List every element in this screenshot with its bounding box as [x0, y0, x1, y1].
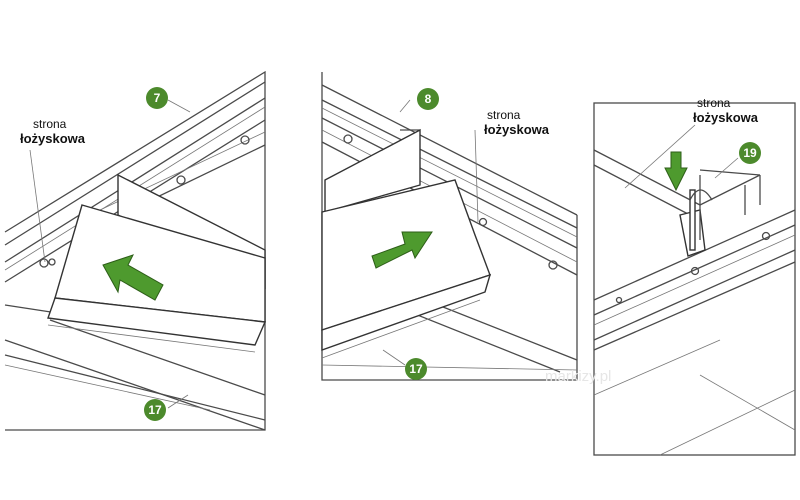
svg-text:19: 19 — [743, 146, 757, 160]
panel-1-label-leader — [29, 149, 46, 263]
svg-text:17: 17 — [409, 362, 423, 376]
arrow-left-icon — [102, 254, 164, 301]
callout-8-badge: 8 — [417, 88, 439, 110]
panel-1: 7 17 — [4, 70, 267, 431]
callout-17-badge: 17 — [405, 358, 427, 380]
panel-1-label-line1: strona — [33, 117, 67, 131]
bearing-pin-icon — [39, 258, 49, 268]
bearing-pin-icon — [478, 217, 488, 227]
panel-3-rails — [593, 149, 796, 456]
bearing-pin-icon — [761, 231, 771, 241]
svg-text:8: 8 — [425, 92, 432, 106]
panel-1-callout-17-leader — [167, 394, 189, 409]
panel-3-bracket — [679, 175, 713, 257]
bearing-pin-icon — [48, 258, 56, 266]
arrow-down-icon — [664, 151, 688, 192]
panel-1-bottom-rail — [4, 304, 266, 431]
panel-3-label-line1: strona — [697, 96, 731, 110]
screw-hole-icon — [240, 135, 250, 145]
panel-2-label-line1: strona — [487, 108, 521, 122]
callout-7-badge: 7 — [146, 87, 168, 109]
screw-hole-icon — [343, 134, 353, 144]
panel-2-callout-17-leader — [382, 349, 406, 366]
panel-2-cross-part — [321, 128, 492, 359]
svg-text:17: 17 — [148, 403, 162, 417]
panel-3: 19 — [593, 102, 796, 456]
watermark: markizy.pl — [545, 368, 612, 385]
screw-hole-icon — [548, 260, 558, 270]
panel-1-callout-7-leader — [167, 99, 191, 113]
panel-2-label-line2: łożyskowa — [484, 122, 550, 137]
panel-3-label-leader — [624, 124, 696, 189]
arrow-right-icon — [371, 231, 433, 269]
callout-19-badge: 19 — [739, 142, 761, 164]
panel-2-callout-8-leader — [399, 99, 411, 113]
panel-2: 8 17 — [321, 72, 578, 381]
panel-1-cross-part — [47, 173, 267, 353]
panel-1-label-line2: łożyskowa — [20, 131, 86, 146]
panel-3-frame — [593, 102, 796, 456]
panel-3-label-line2: łożyskowa — [693, 110, 759, 125]
screw-hole-icon — [176, 175, 186, 185]
screw-hole-icon — [615, 296, 623, 304]
bearing-pin-icon — [690, 266, 700, 276]
svg-text:7: 7 — [154, 91, 161, 105]
panel-3-callout-19-leader — [714, 157, 739, 179]
callout-17-badge: 17 — [144, 399, 166, 421]
panel-2-label-leader — [474, 129, 479, 223]
